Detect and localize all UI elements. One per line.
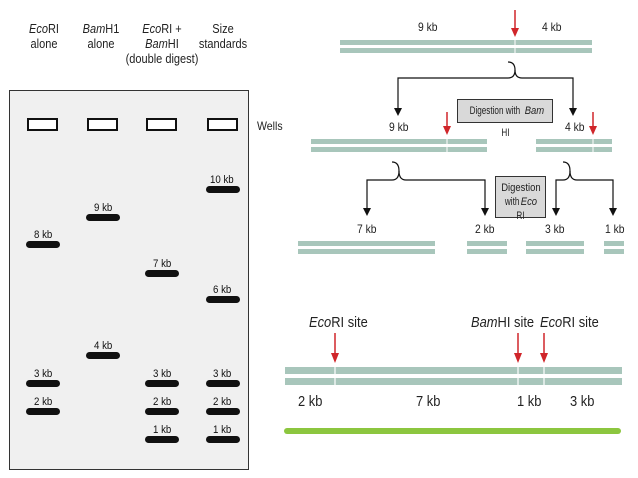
band bbox=[206, 186, 240, 193]
split-connector bbox=[397, 61, 574, 110]
lane4-header: Size standards bbox=[198, 22, 248, 51]
wells-label: Wells bbox=[257, 119, 283, 133]
band bbox=[145, 436, 179, 443]
well-4 bbox=[207, 118, 238, 131]
band bbox=[145, 408, 179, 415]
band-label: 10 kb bbox=[210, 174, 234, 186]
band bbox=[145, 380, 179, 387]
band-label: 3 kb bbox=[153, 368, 172, 380]
cut-arrow bbox=[514, 333, 522, 363]
restriction-map-dna bbox=[285, 367, 622, 385]
band-label: 3 kb bbox=[213, 368, 232, 380]
dna-fragment-1kb bbox=[604, 241, 624, 254]
map-seg-2kb: 2 kb bbox=[298, 393, 323, 410]
lane2-header: BamH1 alone bbox=[82, 22, 120, 51]
band-label: 2 kb bbox=[213, 396, 232, 408]
lane1-header: EcoRI alone bbox=[29, 22, 59, 51]
cut-arrow bbox=[511, 10, 519, 37]
band-label: 4 kb bbox=[94, 340, 113, 352]
cut-arrow bbox=[589, 112, 597, 135]
dna-fragment-2kb bbox=[467, 241, 507, 254]
dna-fragment-4kb bbox=[536, 139, 612, 152]
band-label: 6 kb bbox=[213, 284, 232, 296]
band-label: 3 kb bbox=[34, 368, 53, 380]
band bbox=[26, 408, 60, 415]
ecori-site-label-2: EcoRI site bbox=[540, 314, 599, 331]
map-seg-7kb: 7 kb bbox=[416, 393, 441, 410]
ecori-digestion-box: Digestion with EcoRI bbox=[495, 176, 546, 222]
top-4kb-label: 4 kb bbox=[542, 20, 562, 34]
well-3 bbox=[146, 118, 177, 131]
band bbox=[206, 296, 240, 303]
band-label: 1 kb bbox=[213, 424, 232, 436]
band bbox=[145, 270, 179, 277]
band-label: 8 kb bbox=[34, 229, 53, 241]
well-2 bbox=[87, 118, 118, 131]
green-bar bbox=[284, 428, 621, 434]
band-label: 7 kb bbox=[153, 258, 172, 270]
band bbox=[206, 408, 240, 415]
dna-fragment-9kb bbox=[311, 139, 487, 152]
gel bbox=[9, 90, 249, 470]
dna-full bbox=[340, 40, 592, 53]
frag-7kb-label: 7 kb bbox=[357, 222, 377, 236]
mid-9kb-label: 9 kb bbox=[389, 120, 409, 134]
band-label: 9 kb bbox=[94, 202, 113, 214]
cut-arrow bbox=[331, 333, 339, 363]
frag-2kb-label: 2 kb bbox=[475, 222, 495, 236]
frag-1kb-label: 1 kb bbox=[605, 222, 625, 236]
cut-arrow bbox=[540, 333, 548, 363]
band-label: 2 kb bbox=[153, 396, 172, 408]
band bbox=[86, 352, 120, 359]
band bbox=[26, 241, 60, 248]
band-label: 1 kb bbox=[153, 424, 172, 436]
cut-arrow bbox=[443, 112, 451, 135]
band-label: 2 kb bbox=[34, 396, 53, 408]
band bbox=[206, 436, 240, 443]
lane3-header: EcoRI + BamHI (double digest) bbox=[125, 22, 199, 66]
band bbox=[86, 214, 120, 221]
dna-fragment-7kb bbox=[298, 241, 435, 254]
bamhi-digestion-box: Digestion with BamHI bbox=[457, 99, 553, 139]
map-seg-1kb: 1 kb bbox=[517, 393, 542, 410]
mid-4kb-label: 4 kb bbox=[565, 120, 585, 134]
dna-fragment-3kb bbox=[526, 241, 584, 254]
map-seg-3kb: 3 kb bbox=[570, 393, 595, 410]
well-1 bbox=[27, 118, 58, 131]
band bbox=[26, 380, 60, 387]
top-9kb-label: 9 kb bbox=[418, 20, 438, 34]
bamhi-site-label: BamHI site bbox=[471, 314, 535, 331]
frag-3kb-label: 3 kb bbox=[545, 222, 565, 236]
band bbox=[206, 380, 240, 387]
ecori-site-label-1: EcoRI site bbox=[309, 314, 368, 331]
